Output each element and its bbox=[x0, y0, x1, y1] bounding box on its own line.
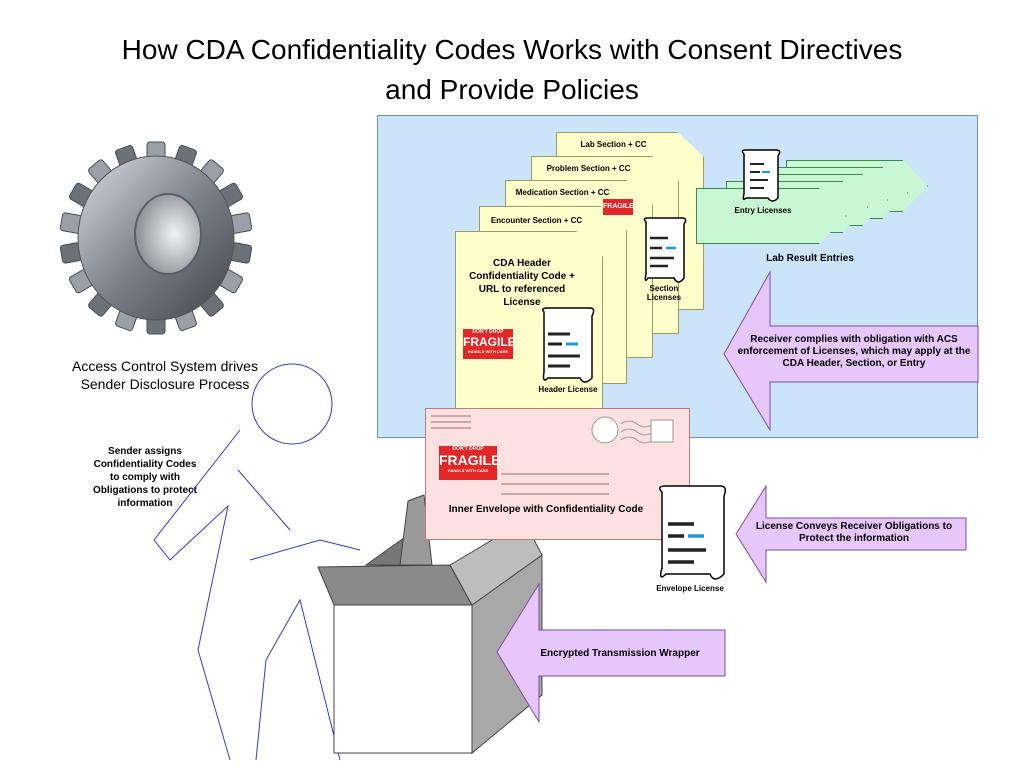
envelope-license-scroll-icon bbox=[659, 485, 727, 580]
section-license-scroll-icon bbox=[643, 217, 687, 283]
fragile-env-main-text: FRAGILE bbox=[439, 452, 501, 468]
cda-header-label: CDA Header Confidentiality Code + URL to… bbox=[469, 258, 575, 308]
envelope-license-label: Envelope License bbox=[656, 584, 724, 593]
lab-result-entries-label: Lab Result Entries bbox=[766, 253, 854, 264]
receiver-arrow-callout bbox=[723, 270, 979, 432]
problem-section-label: Problem Section + CC bbox=[546, 164, 631, 173]
gear-caption: Access Control System drives Sender Disc… bbox=[72, 358, 258, 392]
gear-hole bbox=[134, 193, 202, 275]
fragile-main-text: FRAGILE bbox=[463, 335, 516, 349]
person-figure bbox=[153, 363, 361, 761]
fragile-sticker-header: DON'T DROP FRAGILE HANDLE WITH CARE bbox=[463, 329, 516, 359]
page-title: How CDA Confidentiality Codes Works with… bbox=[40, 30, 984, 110]
sender-note: Sender assigns Confidentiality Codes to … bbox=[93, 446, 197, 509]
receiver-callout-text: Receiver complies with obligation with A… bbox=[737, 334, 971, 369]
encrypted-callout-text: Encrypted Transmission Wrapper bbox=[540, 648, 700, 659]
encounter-section-label: Encounter Section + CC bbox=[490, 216, 583, 225]
fragile-sticker-envelope: DON'T DROP FRAGILE HANDLE WITH CARE bbox=[439, 446, 501, 480]
license-callout-text: License Conveys Receiver Obligations to … bbox=[755, 521, 953, 544]
encrypted-arrow-callout bbox=[496, 582, 726, 724]
fragile-env-top-text: DON'T DROP bbox=[452, 446, 484, 452]
header-license-scroll-icon bbox=[541, 307, 595, 383]
inner-envelope-label: Inner Envelope with Confidentiality Code bbox=[448, 504, 644, 515]
title-line-2: and Provide Policies bbox=[385, 74, 639, 105]
envelope-address-lines bbox=[431, 415, 674, 495]
fragile-small-text: FRAGILE bbox=[603, 203, 634, 210]
lab-section-label: Lab Section + CC bbox=[580, 140, 647, 149]
gear-icon bbox=[59, 141, 253, 335]
fragile-sticker-small: FRAGILE bbox=[603, 199, 634, 215]
fragile-env-bottom-text: HANDLE WITH CARE bbox=[447, 468, 489, 473]
section-licenses-label: Section Licenses bbox=[646, 284, 682, 302]
fragile-top-text: DON'T DROP bbox=[472, 329, 504, 335]
entry-licenses-label: Entry Licenses bbox=[734, 206, 792, 215]
entry-license-scroll-icon bbox=[741, 149, 781, 202]
title-line-1: How CDA Confidentiality Codes Works with… bbox=[121, 34, 903, 65]
license-arrow-callout bbox=[735, 484, 967, 584]
header-license-label: Header License bbox=[538, 385, 598, 394]
medication-section-label: Medication Section + CC bbox=[515, 188, 610, 197]
fragile-bottom-text: HANDLE WITH CARE bbox=[467, 349, 509, 354]
